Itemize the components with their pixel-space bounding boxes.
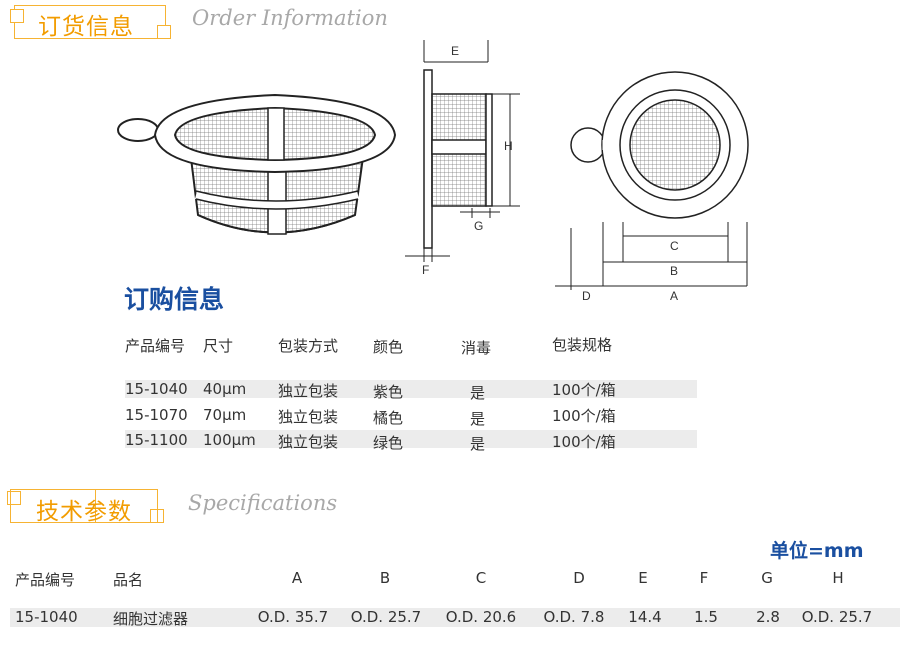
col-header-c: C: [475, 569, 487, 587]
cell-pack-spec: 100个/箱: [552, 407, 616, 425]
cell-size: 40μm: [203, 380, 247, 398]
dim-label-c: C: [670, 239, 679, 253]
cell-size: 70μm: [203, 406, 247, 424]
basket-perspective-drawing: [117, 93, 397, 235]
filter-diagram: E H G F C B D A: [117, 40, 749, 303]
corner-knot-icon: [157, 25, 171, 39]
cell-h: O.D. 25.7: [801, 608, 873, 626]
cell-sterile: 是: [470, 410, 486, 428]
dim-label-d: D: [582, 289, 591, 303]
cell-name: 细胞过滤器: [113, 610, 189, 628]
cell-pack-spec: 100个/箱: [552, 433, 616, 451]
spec-section-subtitle: Specifications: [188, 491, 338, 515]
dim-label-a: A: [670, 289, 678, 303]
col-header-packaging: 包装方式: [278, 337, 339, 355]
col-header-product-no: 产品编号: [125, 337, 186, 355]
dim-label-h: H: [504, 139, 513, 153]
cell-g: 2.8: [756, 608, 780, 626]
col-header-a: A: [291, 569, 303, 587]
col-header-e: E: [638, 569, 648, 587]
dim-label-b: B: [670, 264, 678, 278]
cell-product-no: 15-1070: [125, 406, 188, 424]
cell-product-no: 15-1040: [15, 608, 78, 626]
cell-sterile: 是: [470, 384, 486, 402]
cell-color: 橘色: [373, 409, 404, 427]
corner-knot-icon: [10, 9, 24, 23]
cell-sterile: 是: [470, 435, 486, 453]
cell-packaging: 独立包装: [278, 408, 339, 426]
col-header-size: 尺寸: [203, 337, 234, 355]
cell-b: O.D. 25.7: [350, 608, 422, 626]
cell-d: O.D. 7.8: [543, 608, 605, 626]
order-section-title: 订货信息: [38, 14, 134, 40]
col-header-b: B: [379, 569, 391, 587]
cell-e: 14.4: [628, 608, 662, 626]
spec-section-header: 技术参数: [7, 489, 170, 525]
col-header-color: 颜色: [373, 338, 404, 356]
dim-label-f: F: [422, 263, 429, 277]
col-header-pack-spec: 包装规格: [552, 336, 613, 354]
cell-f: 1.5: [694, 608, 718, 626]
unit-label: 单位=mm: [770, 540, 864, 562]
cell-packaging: 独立包装: [278, 433, 339, 451]
cell-color: 绿色: [373, 434, 404, 452]
cell-c: O.D. 20.6: [445, 608, 517, 626]
dim-label-g: G: [474, 219, 483, 233]
order-section-subtitle: Order Information: [192, 6, 388, 30]
dim-label-e: E: [451, 44, 459, 58]
col-header-product-no: 产品编号: [15, 571, 76, 589]
col-header-name: 品名: [113, 571, 144, 589]
top-view-drawing: [555, 71, 749, 290]
cell-a: O.D. 35.7: [257, 608, 329, 626]
cell-product-no: 15-1040: [125, 380, 188, 398]
header-frame: [10, 489, 158, 523]
col-header-f: F: [699, 569, 709, 587]
col-header-d: D: [573, 569, 585, 587]
row-stripe: [10, 608, 900, 627]
side-view-drawing: [405, 40, 520, 262]
cell-pack-spec: 100个/箱: [552, 381, 616, 399]
order-section-header: 订货信息: [10, 5, 174, 40]
col-header-h: H: [832, 569, 844, 587]
col-header-g: G: [761, 569, 773, 587]
purchase-title: 订购信息: [124, 285, 225, 314]
row-stripe: [125, 380, 697, 398]
cell-size: 100μm: [203, 431, 256, 449]
cell-packaging: 独立包装: [278, 382, 339, 400]
col-header-sterile: 消毒: [461, 339, 492, 357]
row-stripe: [125, 430, 697, 448]
cell-color: 紫色: [373, 383, 404, 401]
cell-product-no: 15-1100: [125, 431, 188, 449]
spec-section-title: 技术参数: [36, 499, 132, 525]
